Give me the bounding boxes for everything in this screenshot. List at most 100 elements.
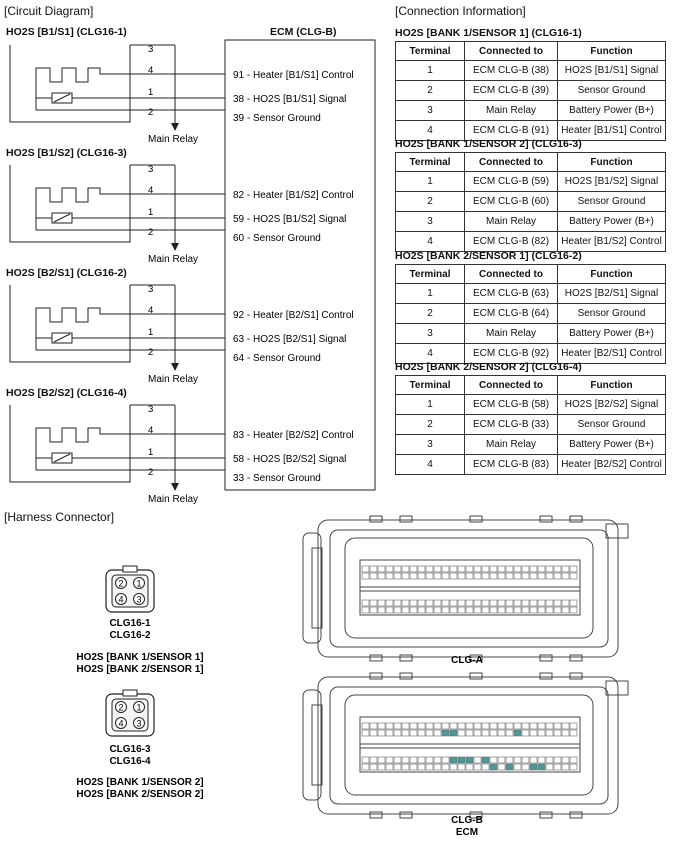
terminal-cavity xyxy=(401,572,410,580)
terminal-cavity xyxy=(553,606,562,614)
terminal-cavity xyxy=(465,722,474,730)
terminal-cavity xyxy=(569,565,578,573)
terminal-cavity xyxy=(553,599,562,607)
pin-label: 1 xyxy=(136,703,141,713)
ecm-connector-clg-b xyxy=(302,672,629,819)
terminal-cavity xyxy=(393,572,402,580)
terminal-cavity xyxy=(449,729,458,737)
terminal-cavity xyxy=(401,599,410,607)
terminal-cavity xyxy=(505,599,514,607)
pin-number: 1 xyxy=(148,87,153,98)
terminal-cavity xyxy=(449,606,458,614)
terminal-cavity xyxy=(401,729,410,737)
terminal-cavity xyxy=(377,606,386,614)
terminal-cavity xyxy=(545,722,554,730)
terminal-cavity xyxy=(473,763,482,771)
terminal-cavity xyxy=(545,599,554,607)
terminal-cavity xyxy=(361,606,370,614)
terminal-cavity xyxy=(425,722,434,730)
terminal-cavity xyxy=(465,729,474,737)
terminal-cavity xyxy=(561,606,570,614)
terminal-cavity xyxy=(433,763,442,771)
terminal-cavity xyxy=(529,729,538,737)
terminal-cavity xyxy=(537,722,546,730)
terminal-cavity xyxy=(433,599,442,607)
terminal-cavity xyxy=(553,763,562,771)
terminal-cavity xyxy=(529,572,538,580)
terminal-cavity xyxy=(417,565,426,573)
terminal-cavity xyxy=(537,572,546,580)
ecm-pin-label: 33 - Sensor Ground xyxy=(233,473,321,484)
terminal-cavity xyxy=(553,722,562,730)
terminal-cavity xyxy=(449,572,458,580)
terminal-cavity xyxy=(433,729,442,737)
terminal-cavity xyxy=(385,565,394,573)
pin-number: 2 xyxy=(148,107,153,118)
pin-number: 4 xyxy=(148,425,153,436)
terminal-cavity xyxy=(361,756,370,764)
terminal-cavity xyxy=(409,606,418,614)
terminal-cavity xyxy=(481,763,490,771)
terminal-cavity xyxy=(521,572,530,580)
terminal-cavity xyxy=(409,756,418,764)
terminal-cavity xyxy=(441,763,450,771)
main-relay-label: Main Relay xyxy=(148,134,198,145)
terminal-cavity xyxy=(433,572,442,580)
terminal-cavity xyxy=(457,756,466,764)
terminal-cavity xyxy=(449,763,458,771)
ecm-pin-label: 83 - Heater [B2/S2] Control xyxy=(233,430,354,441)
terminal-cavity xyxy=(385,763,394,771)
terminal-cavity xyxy=(449,722,458,730)
terminal-cavity xyxy=(497,729,506,737)
terminal-cavity xyxy=(497,606,506,614)
terminal-cavity xyxy=(521,729,530,737)
terminal-cavity xyxy=(561,599,570,607)
terminal-cavity xyxy=(553,729,562,737)
terminal-cavity xyxy=(441,756,450,764)
terminal-cavity xyxy=(553,572,562,580)
terminal-cavity xyxy=(369,763,378,771)
pin-label: 4 xyxy=(118,719,123,729)
terminal-cavity xyxy=(489,722,498,730)
terminal-cavity xyxy=(393,606,402,614)
terminal-cavity xyxy=(393,763,402,771)
main-relay-label: Main Relay xyxy=(148,494,198,505)
ecm-pin-label: 63 - HO2S [B2/S1] Signal xyxy=(233,334,346,345)
terminal-cavity xyxy=(545,606,554,614)
terminal-cavity xyxy=(385,722,394,730)
terminal-cavity xyxy=(377,565,386,573)
arrow-icon xyxy=(171,363,179,371)
pin-label: 4 xyxy=(118,595,123,605)
terminal-cavity xyxy=(361,599,370,607)
terminal-cavity xyxy=(433,722,442,730)
terminal-cavity xyxy=(369,599,378,607)
pin-number: 3 xyxy=(148,404,153,415)
terminal-cavity xyxy=(513,572,522,580)
terminal-cavity xyxy=(393,565,402,573)
table-title-b2s2: HO2S [BANK 2/SENSOR 2] (CLG16-4) xyxy=(395,361,582,373)
terminal-cavity xyxy=(449,756,458,764)
sensor-title-b1s2: HO2S [B1/S2] (CLG16-3) xyxy=(6,147,127,159)
terminal-cavity xyxy=(425,565,434,573)
terminal-cavity xyxy=(481,599,490,607)
conn2-id: CLG16-3 xyxy=(109,744,151,755)
terminal-cavity xyxy=(569,599,578,607)
terminal-cavity xyxy=(417,722,426,730)
terminal-cavity xyxy=(377,763,386,771)
terminal-cavity xyxy=(561,722,570,730)
terminal-cavity xyxy=(361,763,370,771)
terminal-cavity xyxy=(569,572,578,580)
terminal-cavity xyxy=(513,729,522,737)
pin-label: 2 xyxy=(118,703,123,713)
terminal-cavity xyxy=(489,599,498,607)
terminal-cavity xyxy=(553,565,562,573)
